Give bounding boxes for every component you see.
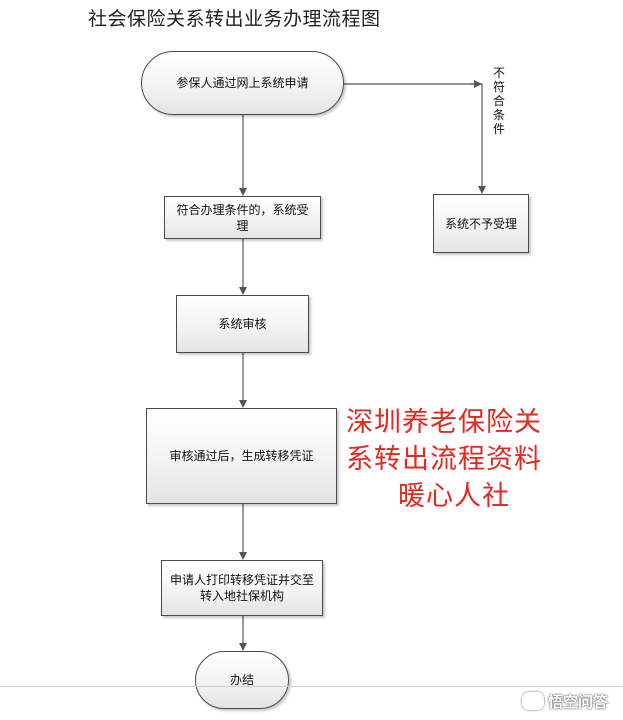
- node-review: 系统审核: [176, 295, 309, 353]
- node-reject-label: 系统不予受理: [444, 216, 517, 231]
- node-accept: 符合办理条件的，系统受理: [164, 196, 321, 239]
- node-voucher: 审核通过后，生成转移凭证: [146, 408, 337, 504]
- brand-logo: 悟空问答: [522, 690, 608, 712]
- edge-start-to-reject: [344, 83, 486, 194]
- node-voucher-label: 审核通过后，生成转移凭证: [169, 449, 314, 463]
- node-print-label: 申请人打印转移凭证并交至转入地社保机构: [169, 573, 314, 603]
- node-start: 参保人通过网上系统申请: [141, 51, 344, 115]
- watermark-text: 深圳养老保险关 系转出流程资料 暖心人社: [346, 404, 562, 515]
- node-review-label: 系统审核: [218, 317, 267, 331]
- brand-text: 悟空问答: [548, 692, 609, 711]
- speech-bubble-icon: [522, 692, 544, 710]
- edge-label-not-qualified: 不符合条件: [492, 66, 505, 136]
- node-end: 办结: [195, 651, 289, 709]
- node-end-label: 办结: [229, 673, 254, 687]
- bottom-divider: [0, 686, 623, 687]
- page-title: 社会保险关系转出业务办理流程图: [88, 8, 381, 30]
- watermark-line-3: 暖心人社: [398, 481, 510, 512]
- node-print: 申请人打印转移凭证并交至转入地社保机构: [161, 560, 323, 616]
- watermark-line-1: 深圳养老保险关: [346, 407, 542, 438]
- node-reject: 系统不予受理: [433, 194, 529, 253]
- node-start-label: 参保人通过网上系统申请: [176, 76, 309, 90]
- node-accept-label: 符合办理条件的，系统受理: [176, 202, 309, 233]
- watermark-line-2: 系转出流程资料: [346, 444, 542, 475]
